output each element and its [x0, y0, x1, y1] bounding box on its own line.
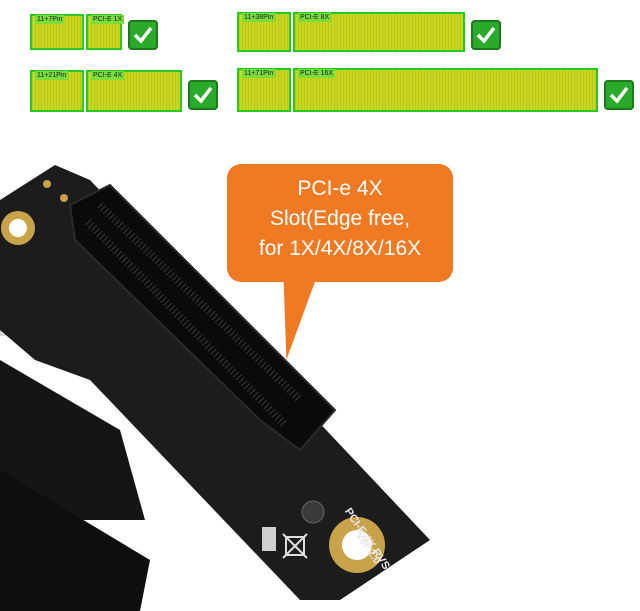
pin-strip-short: 11+71Pin	[237, 68, 291, 112]
check-icon	[604, 80, 634, 110]
callout-line-3: for 1X/4X/8X/16X	[258, 237, 422, 260]
check-icon	[128, 20, 158, 50]
callout-line-2: Slot(Edge free,	[269, 207, 411, 230]
pin-label: 11+38Pin	[242, 13, 276, 22]
ribbon-cable	[0, 360, 145, 520]
check-icon	[188, 80, 218, 110]
pin-strip-long: PCI-E 8X	[293, 12, 465, 52]
pin-label: 11+7Pin	[35, 15, 65, 24]
compatibility-callout: PCI-e 4X Slot(Edge free, for 1X/4X/8X/16…	[227, 164, 453, 282]
pin-label: 11+71Pin	[242, 69, 276, 78]
check-icon	[471, 20, 501, 50]
pin-strip-long: PCI-E 16X	[293, 68, 598, 112]
pin-label: 11+21Pin	[35, 71, 69, 80]
slot-type-label: PCI-E 1X	[91, 15, 125, 24]
pcb-board	[0, 165, 430, 600]
pin-strip-long: PCI-E 1X	[86, 14, 125, 50]
slot-type-label: PCI-E 16X	[298, 69, 336, 78]
callout-line-1: PCI-e 4X	[297, 177, 383, 200]
slot-type-label: PCI-E 4X	[91, 71, 125, 80]
recycle-bin-icon	[282, 533, 308, 559]
pcie-slot	[68, 183, 337, 452]
pin-strip-short: 11+38Pin	[237, 12, 291, 52]
slot-type-label: PCI-E 8X	[298, 13, 332, 22]
pin-strip-long: PCI-E 4X	[86, 70, 182, 112]
pin-strip-short: 11+7Pin	[30, 14, 84, 50]
pin-strip-short: 11+21Pin	[30, 70, 84, 112]
